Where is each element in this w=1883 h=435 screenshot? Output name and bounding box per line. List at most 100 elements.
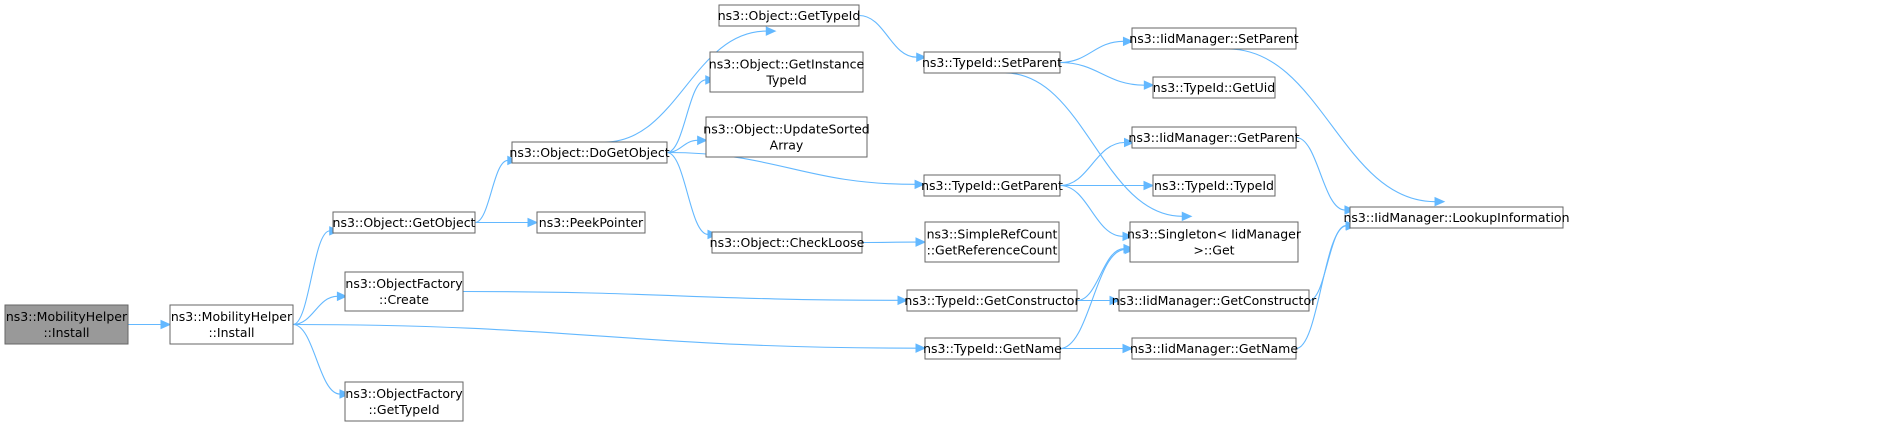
edge-line: [1059, 61, 1145, 86]
node-label: ns3::Object::GetObject: [333, 215, 476, 230]
node-box: [1131, 27, 1297, 50]
graph-node-n14[interactable]: ns3::TypeId::GetConstructor: [904, 289, 1080, 312]
node-label: ns3::Object::UpdateSorted: [703, 122, 869, 137]
edge-n2-n5: [474, 155, 519, 224]
node-label: ::Install: [43, 325, 89, 340]
arrowhead: [1344, 205, 1356, 215]
edge-n12-n19: [1059, 180, 1155, 191]
arrowhead: [339, 389, 351, 399]
edge-n21-n23: [1308, 220, 1357, 302]
edge-n11-n20: [1004, 72, 1193, 222]
graph-node-n19[interactable]: ns3::TypeId::TypeId: [1152, 174, 1276, 197]
node-layer: ns3::MobilityHelper::Installns3::Mobilit…: [4, 4, 1570, 422]
edge-line: [604, 30, 767, 143]
node-label: ns3::TypeId::GetUid: [1153, 80, 1275, 95]
node-box: [923, 174, 1061, 197]
edge-line: [292, 295, 338, 326]
edge-n14-n21: [1077, 295, 1121, 306]
graph-node-n12[interactable]: ns3::TypeId::GetParent: [921, 174, 1063, 197]
graph-node-n13[interactable]: ns3::SimpleRefCount::GetReferenceCount: [924, 221, 1060, 263]
graph-node-n2[interactable]: ns3::Object::GetObject: [332, 211, 476, 234]
edge-line: [666, 151, 709, 235]
graph-node-n11[interactable]: ns3::TypeId::SetParent: [922, 51, 1062, 74]
edge-line: [858, 14, 917, 58]
graph-node-n4[interactable]: ns3::ObjectFactory::GetTypeId: [344, 381, 464, 422]
graph-node-n16[interactable]: ns3::IidManager::SetParent: [1129, 27, 1299, 50]
edge-layer: [128, 14, 1446, 399]
node-box: [709, 51, 864, 93]
arrowhead: [527, 217, 539, 228]
node-label: ::Create: [379, 292, 429, 307]
edge-n1-n4: [292, 323, 351, 399]
edge-n12-n18: [1059, 137, 1135, 187]
node-box: [332, 211, 476, 234]
node-box: [1131, 337, 1297, 360]
arrowhead: [160, 319, 172, 330]
arrowhead: [1434, 196, 1446, 207]
node-box: [711, 231, 863, 254]
node-label: ns3::Object::CheckLoose: [710, 235, 865, 250]
edge-line: [1059, 141, 1125, 187]
arrowhead: [916, 52, 927, 62]
edge-line: [1059, 248, 1126, 350]
edge-line: [1059, 184, 1124, 237]
graph-node-n17[interactable]: ns3::TypeId::GetUid: [1152, 76, 1276, 99]
edge-line: [666, 79, 706, 154]
edge-n2-n6: [475, 217, 539, 228]
graph-node-n21[interactable]: ns3::IidManager::GetConstructor: [1112, 289, 1317, 312]
node-box: [1349, 206, 1564, 229]
node-label: ns3::TypeId::GetParent: [921, 178, 1063, 193]
edge-n1-n15: [292, 323, 927, 353]
node-box: [924, 221, 1060, 263]
edge-line: [462, 290, 899, 301]
edge-n10-n13: [861, 237, 927, 247]
node-box: [344, 381, 464, 422]
node-box: [923, 51, 1061, 74]
edge-n18-n23: [1295, 136, 1356, 215]
arrowhead: [1143, 180, 1155, 191]
graph-node-n20[interactable]: ns3::Singleton< IidManager >::Get: [1127, 221, 1302, 263]
arrowhead: [1122, 36, 1134, 47]
graph-node-n15[interactable]: ns3::TypeId::GetName: [923, 337, 1062, 360]
edge-line: [292, 323, 341, 395]
edge-line: [474, 159, 508, 224]
node-label: ns3::Object::GetTypeId: [718, 8, 861, 23]
graph-node-n18[interactable]: ns3::IidManager::GetParent: [1128, 126, 1300, 149]
graph-node-n0[interactable]: ns3::MobilityHelper::Install: [4, 304, 129, 345]
graph-node-n23[interactable]: ns3::IidManager::LookupInformation: [1343, 206, 1570, 229]
edge-n11-n16: [1059, 36, 1134, 64]
graph-node-n22[interactable]: ns3::IidManager::GetName: [1130, 337, 1298, 360]
edge-line: [1059, 40, 1124, 64]
node-box: [536, 211, 646, 234]
graph-node-n6[interactable]: ns3::PeekPointer: [536, 211, 646, 234]
graph-node-n3[interactable]: ns3::ObjectFactory::Create: [344, 271, 464, 312]
edge-line: [1004, 72, 1183, 217]
arrowhead: [1124, 137, 1135, 148]
node-label: ns3::IidManager::GetName: [1130, 341, 1298, 356]
edge-n5-n7: [604, 26, 777, 143]
arrowhead: [1143, 80, 1155, 90]
node-box: [1118, 289, 1310, 312]
arrowhead: [915, 343, 927, 353]
edge-n5-n10: [666, 151, 719, 240]
graph-node-n7[interactable]: ns3::Object::GetTypeId: [718, 4, 861, 27]
node-box: [705, 116, 868, 158]
arrowhead: [914, 179, 926, 190]
arrowhead: [915, 237, 927, 247]
arrowhead: [1122, 231, 1134, 242]
edge-line: [292, 323, 917, 349]
node-label: ns3::Object::GetInstance: [709, 57, 865, 72]
node-label: ::GetTypeId: [368, 402, 439, 417]
node-label: ns3::MobilityHelper: [171, 309, 293, 324]
arrowhead: [1181, 211, 1193, 222]
edge-n11-n17: [1059, 61, 1155, 90]
graph-node-n1[interactable]: ns3::MobilityHelper::Install: [169, 304, 294, 345]
arrowhead: [765, 26, 777, 36]
node-box: [718, 4, 860, 27]
node-box: [1152, 174, 1276, 197]
graph-node-n5[interactable]: ns3::Object::DoGetObject: [509, 141, 670, 164]
graph-node-n10[interactable]: ns3::Object::CheckLoose: [710, 231, 865, 254]
